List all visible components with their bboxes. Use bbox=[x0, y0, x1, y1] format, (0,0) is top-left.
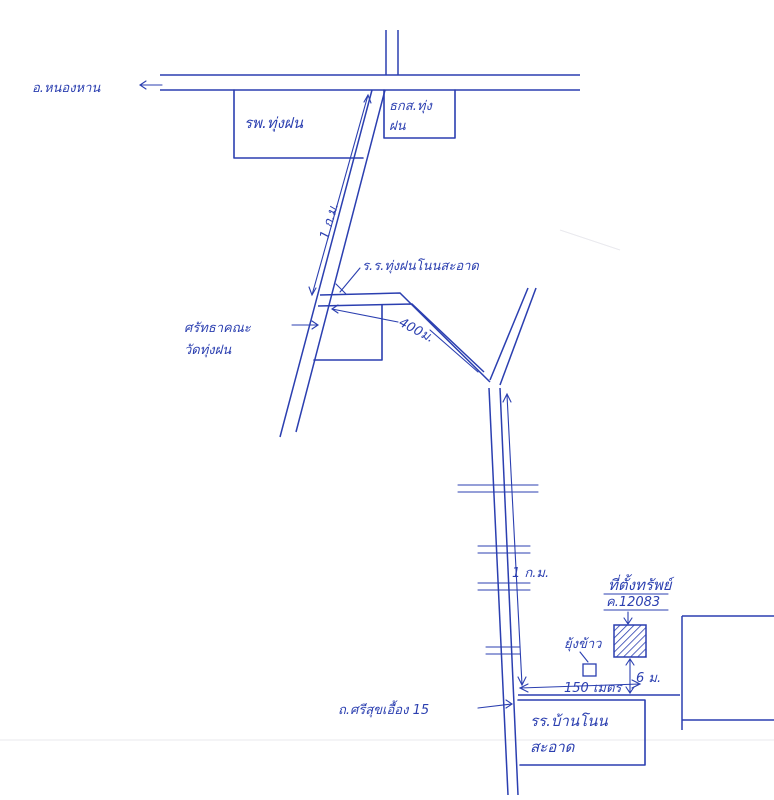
measure-150m bbox=[518, 679, 642, 693]
measure-1km-top bbox=[308, 93, 372, 297]
school-top-pointer bbox=[335, 267, 361, 295]
hospital-label: รพ.ทุ่งฝน bbox=[244, 114, 304, 132]
north-road bbox=[385, 30, 399, 75]
scan-artifacts bbox=[0, 229, 774, 741]
school-bottom-label-1: รร.บ้านโนน bbox=[530, 712, 608, 730]
bank-box bbox=[383, 89, 456, 139]
main-road-top bbox=[160, 74, 580, 91]
west-arrow bbox=[139, 80, 163, 90]
bank-label-2: ฝน bbox=[389, 119, 407, 134]
dist-1km-top-label: 1 ก.ม. bbox=[317, 201, 342, 241]
dist-1km-bottom-label: 1 ก.ม. bbox=[512, 566, 549, 581]
dist-400-label: 400ม. bbox=[396, 315, 436, 346]
bank-label-1: ธกส.ทุ่ง bbox=[389, 99, 433, 114]
property-label-2: ค.12083 bbox=[606, 595, 660, 610]
hospital-box bbox=[233, 89, 364, 159]
temple-label-2: วัดทุ่งฝน bbox=[184, 343, 232, 358]
rice-barn-label: ยุ้งข้าว bbox=[564, 637, 602, 652]
soi-arrow bbox=[477, 699, 513, 709]
school-bottom-box bbox=[517, 699, 646, 766]
rice-barn bbox=[582, 663, 597, 677]
temple-label-1: ศรัทธาคณะ bbox=[184, 321, 252, 336]
property-plot bbox=[613, 624, 647, 658]
measure-1km-bottom bbox=[502, 392, 527, 687]
south-road bbox=[488, 387, 519, 796]
branch-road bbox=[317, 292, 491, 383]
school-bottom-label-2: สะอาด bbox=[530, 738, 576, 756]
rice-barn-pointer bbox=[579, 651, 589, 663]
dist-6-label: 6 ม. bbox=[636, 671, 661, 686]
dist-150-label: 150 เมตร bbox=[564, 681, 623, 696]
temple-arrow bbox=[291, 320, 319, 330]
property-arrow bbox=[623, 611, 633, 625]
soi-label: ถ.ศรีสุขเอื้อง 15 bbox=[338, 700, 429, 718]
bottom-road bbox=[518, 615, 774, 730]
ne-road bbox=[489, 287, 537, 386]
temple-box bbox=[313, 304, 383, 361]
property-label-1: ที่ตั้งทรัพย์ bbox=[608, 574, 675, 594]
property-underline bbox=[603, 593, 669, 611]
west-road-label: อ.หนองหาน bbox=[32, 81, 101, 96]
measure-400m bbox=[331, 304, 479, 373]
diagonal-road-upper bbox=[279, 89, 386, 438]
cross-ticks bbox=[457, 484, 539, 655]
measure-6m bbox=[625, 658, 635, 694]
school-top-label: ร.ร.ทุ่งฝนโนนสะอาด bbox=[362, 258, 479, 274]
